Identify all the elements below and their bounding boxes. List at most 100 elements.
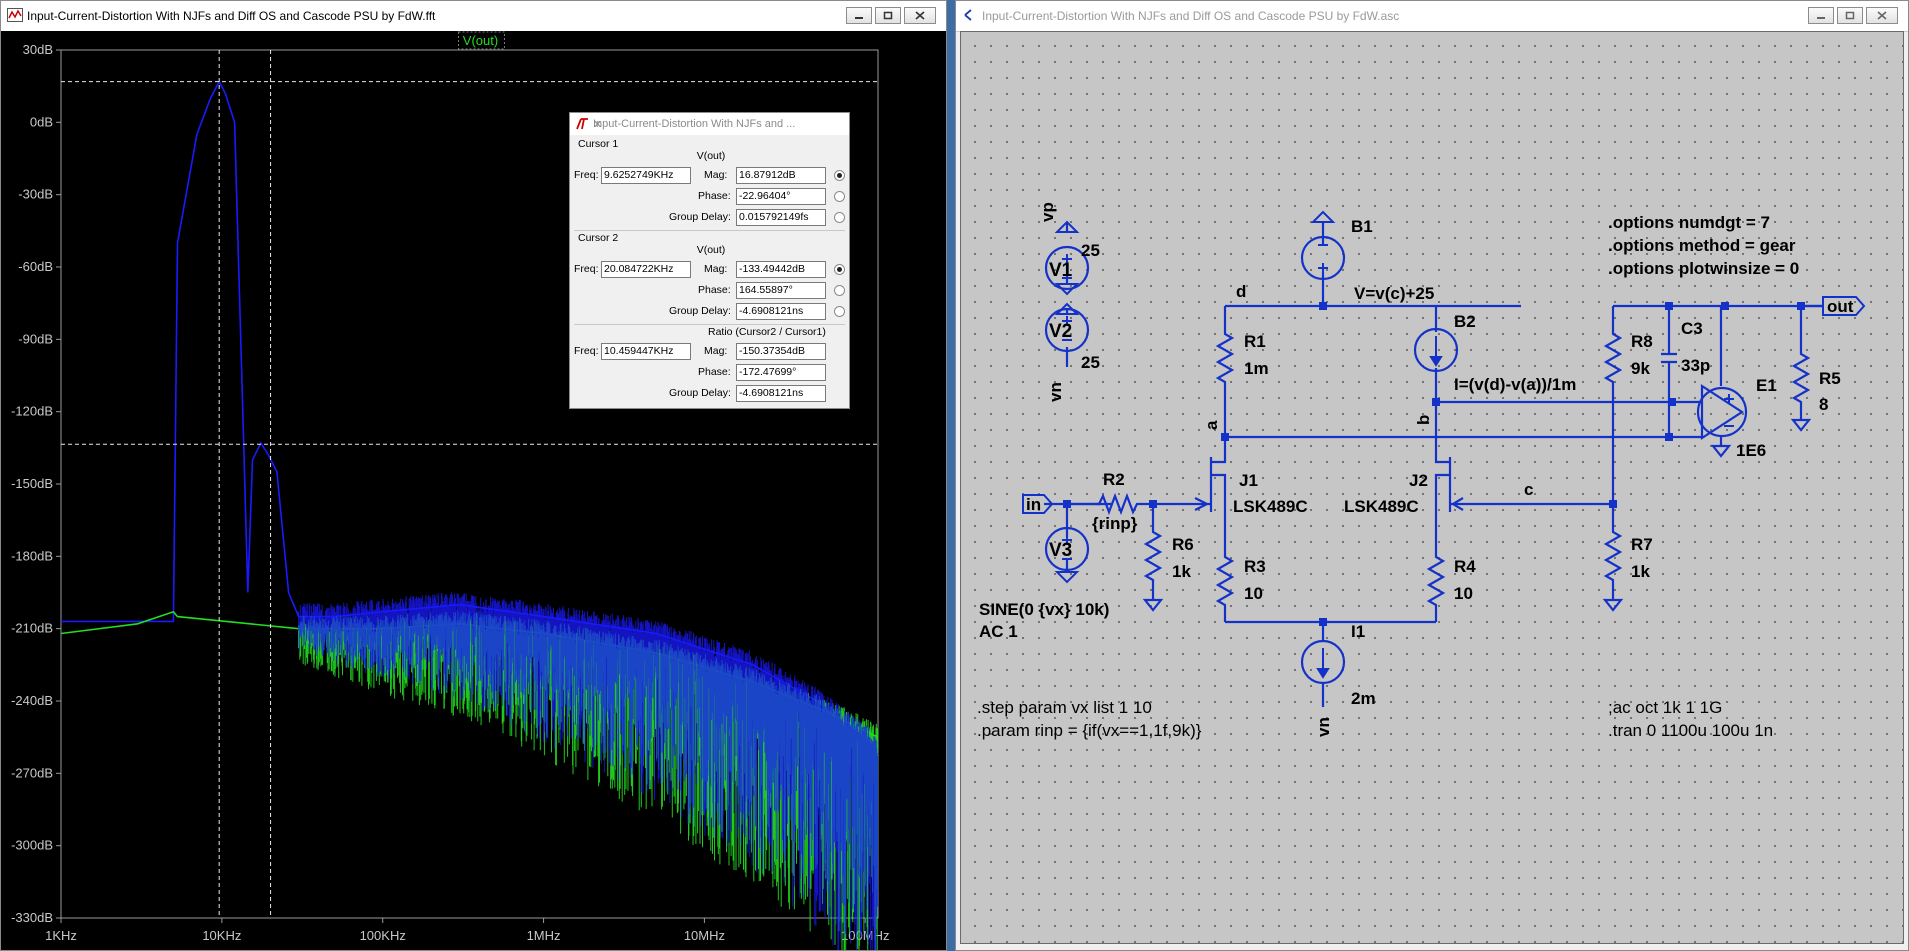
y-tick-label: 30dB <box>23 42 53 57</box>
cursor1-mag-radio[interactable] <box>834 170 845 181</box>
cursor1-gd-radio[interactable] <box>834 212 845 223</box>
ratio-mag-field[interactable]: -150.37354dB <box>736 343 826 360</box>
cursor1-trace: V(out) <box>696 150 726 162</box>
cursor1-freq-field[interactable]: 9.6252749KHz <box>601 167 691 184</box>
y-tick-label: 0dB <box>30 114 53 129</box>
cursor2-mag-radio[interactable] <box>834 264 845 275</box>
trace-label: V(out) <box>463 33 498 48</box>
schematic-drawing[interactable]: vp 25 V1 V2 25 vn in V3 SINE(0 {vx} 10k)… <box>961 32 1905 945</box>
y-tick-label: -300dB <box>11 838 53 853</box>
b2-label: B2 <box>1454 312 1476 331</box>
a-net-label: a <box>1202 420 1221 430</box>
cursor1-gd-field[interactable]: 0.015792149fs <box>736 209 826 226</box>
ratio-freq-field[interactable]: 10.459447KHz <box>601 343 691 360</box>
close-icon <box>1877 11 1887 20</box>
y-tick-label: -150dB <box>11 476 53 491</box>
v3-sine: SINE(0 {vx} 10k) <box>979 600 1109 619</box>
cursor2-mag-label: Mag: <box>704 263 728 275</box>
close-button[interactable] <box>904 7 936 24</box>
out-net-label: out <box>1827 297 1854 316</box>
ratio-mag-label: Mag: <box>704 345 728 357</box>
ratio-phase-field[interactable]: -172.47699° <box>736 364 826 381</box>
cursor1-mag-field[interactable]: 16.87912dB <box>736 167 826 184</box>
close-icon <box>915 11 925 20</box>
v2-value: 25 <box>1081 353 1100 372</box>
v2-label: V2 <box>1049 321 1072 342</box>
cursor1-gd-label: Group Delay: <box>669 211 731 223</box>
r7-label: R7 <box>1631 535 1653 554</box>
cursor2-gd-field[interactable]: -4.6908121ns <box>736 303 826 320</box>
schematic-window[interactable]: Input-Current-Distortion With NJFs and D… <box>955 0 1909 951</box>
ratio-gd-field[interactable]: -4.6908121ns <box>736 385 826 402</box>
cursor2-trace: V(out) <box>696 244 726 256</box>
x-tick-label: 100KHz <box>360 928 406 943</box>
cursor1-phase-label: Phase: <box>698 190 731 202</box>
cursor1-phase-radio[interactable] <box>834 191 845 202</box>
cursor2-mag-field[interactable]: -133.49442dB <box>736 261 826 278</box>
y-tick-label: -180dB <box>11 548 53 563</box>
r3-value: 10 <box>1244 584 1263 603</box>
j1-model: LSK489C <box>1233 497 1308 516</box>
i1-value: 2m <box>1351 689 1376 708</box>
minimize-icon <box>855 16 863 19</box>
restore-button[interactable] <box>875 7 901 24</box>
schematic-canvas[interactable]: vp 25 V1 V2 25 vn in V3 SINE(0 {vx} 10k)… <box>960 31 1904 944</box>
r4-label: R4 <box>1454 557 1476 576</box>
cursor1-label: Cursor 1 <box>578 138 619 150</box>
c3-label: C3 <box>1681 319 1703 338</box>
x-tick-label: 10KHz <box>202 928 241 943</box>
ratio-gd-label: Group Delay: <box>669 387 731 399</box>
r8-value: 9k <box>1631 359 1650 378</box>
v1-label: V1 <box>1049 260 1073 281</box>
close-button[interactable] <box>1866 7 1898 24</box>
e1-value: 1E6 <box>1736 441 1766 460</box>
r5-value: 8 <box>1819 395 1828 414</box>
in-net-label: in <box>1026 495 1041 514</box>
v3-label: V3 <box>1049 540 1072 561</box>
r6-label: R6 <box>1172 535 1194 554</box>
ratio-freq-label: Freq: <box>574 345 599 357</box>
c3-value: 33p <box>1681 356 1710 375</box>
e1-label: E1 <box>1756 376 1777 395</box>
fft-plot[interactable]: 30dB0dB-30dB-60dB-90dB-120dB-150dB-180dB… <box>1 31 946 951</box>
separator <box>574 324 845 325</box>
j2-model: LSK489C <box>1344 497 1419 516</box>
directive-method: .options method = gear <box>1608 236 1796 255</box>
cursor2-phase-field[interactable]: 164.55897° <box>736 282 826 299</box>
minimize-icon <box>1817 16 1825 19</box>
source-marks <box>1062 244 1734 679</box>
waveform-window-title: Input-Current-Distortion With NJFs and D… <box>27 9 436 23</box>
cursor2-phase-label: Phase: <box>698 284 731 296</box>
vp-net-label: vp <box>1038 202 1057 222</box>
ltspice-icon <box>576 118 588 130</box>
ratio-phase-label: Phase: <box>698 366 731 378</box>
cursor2-freq-label: Freq: <box>574 263 599 275</box>
r1-label: R1 <box>1244 332 1266 351</box>
cursor-dialog[interactable]: Input-Current-Distortion With NJFs and .… <box>569 112 850 409</box>
x-tick-label: 1KHz <box>45 928 77 943</box>
y-tick-label: -210dB <box>11 621 53 636</box>
y-tick-label: -120dB <box>11 404 53 419</box>
y-tick-label: -60dB <box>18 259 53 274</box>
directive-tran: .tran 0 1100u 100u 1n <box>1608 721 1773 740</box>
minimize-button[interactable] <box>1808 7 1834 24</box>
junctions <box>1063 302 1805 626</box>
cursor2-phase-radio[interactable] <box>834 285 845 296</box>
cursor-dialog-title: Input-Current-Distortion With NJFs and .… <box>593 118 796 130</box>
ratio-label: Ratio (Cursor2 / Cursor1) <box>708 326 826 338</box>
schematic-titlebar[interactable]: Input-Current-Distortion With NJFs and D… <box>956 1 1908 32</box>
waveform-window[interactable]: Input-Current-Distortion With NJFs and D… <box>0 0 947 951</box>
waveform-titlebar[interactable]: Input-Current-Distortion With NJFs and D… <box>1 1 946 32</box>
r6-value: 1k <box>1172 562 1191 581</box>
directive-param: .param rinp = {if(vx==1,1f,9k)} <box>977 721 1202 740</box>
separator <box>574 230 845 231</box>
cursor2-gd-radio[interactable] <box>834 306 845 317</box>
cursor1-phase-field[interactable]: -22.96404° <box>736 188 826 205</box>
cursor2-freq-field[interactable]: 20.084722KHz <box>601 261 691 278</box>
directive-ac: ;ac oct 1k 1 1G <box>1608 698 1722 717</box>
j1-label: J1 <box>1239 471 1258 490</box>
restore-button[interactable] <box>1837 7 1863 24</box>
cursor-dialog-titlebar[interactable]: Input-Current-Distortion With NJFs and .… <box>570 113 849 135</box>
dialog-close-icon[interactable]: ✕ <box>593 119 603 131</box>
minimize-button[interactable] <box>846 7 872 24</box>
